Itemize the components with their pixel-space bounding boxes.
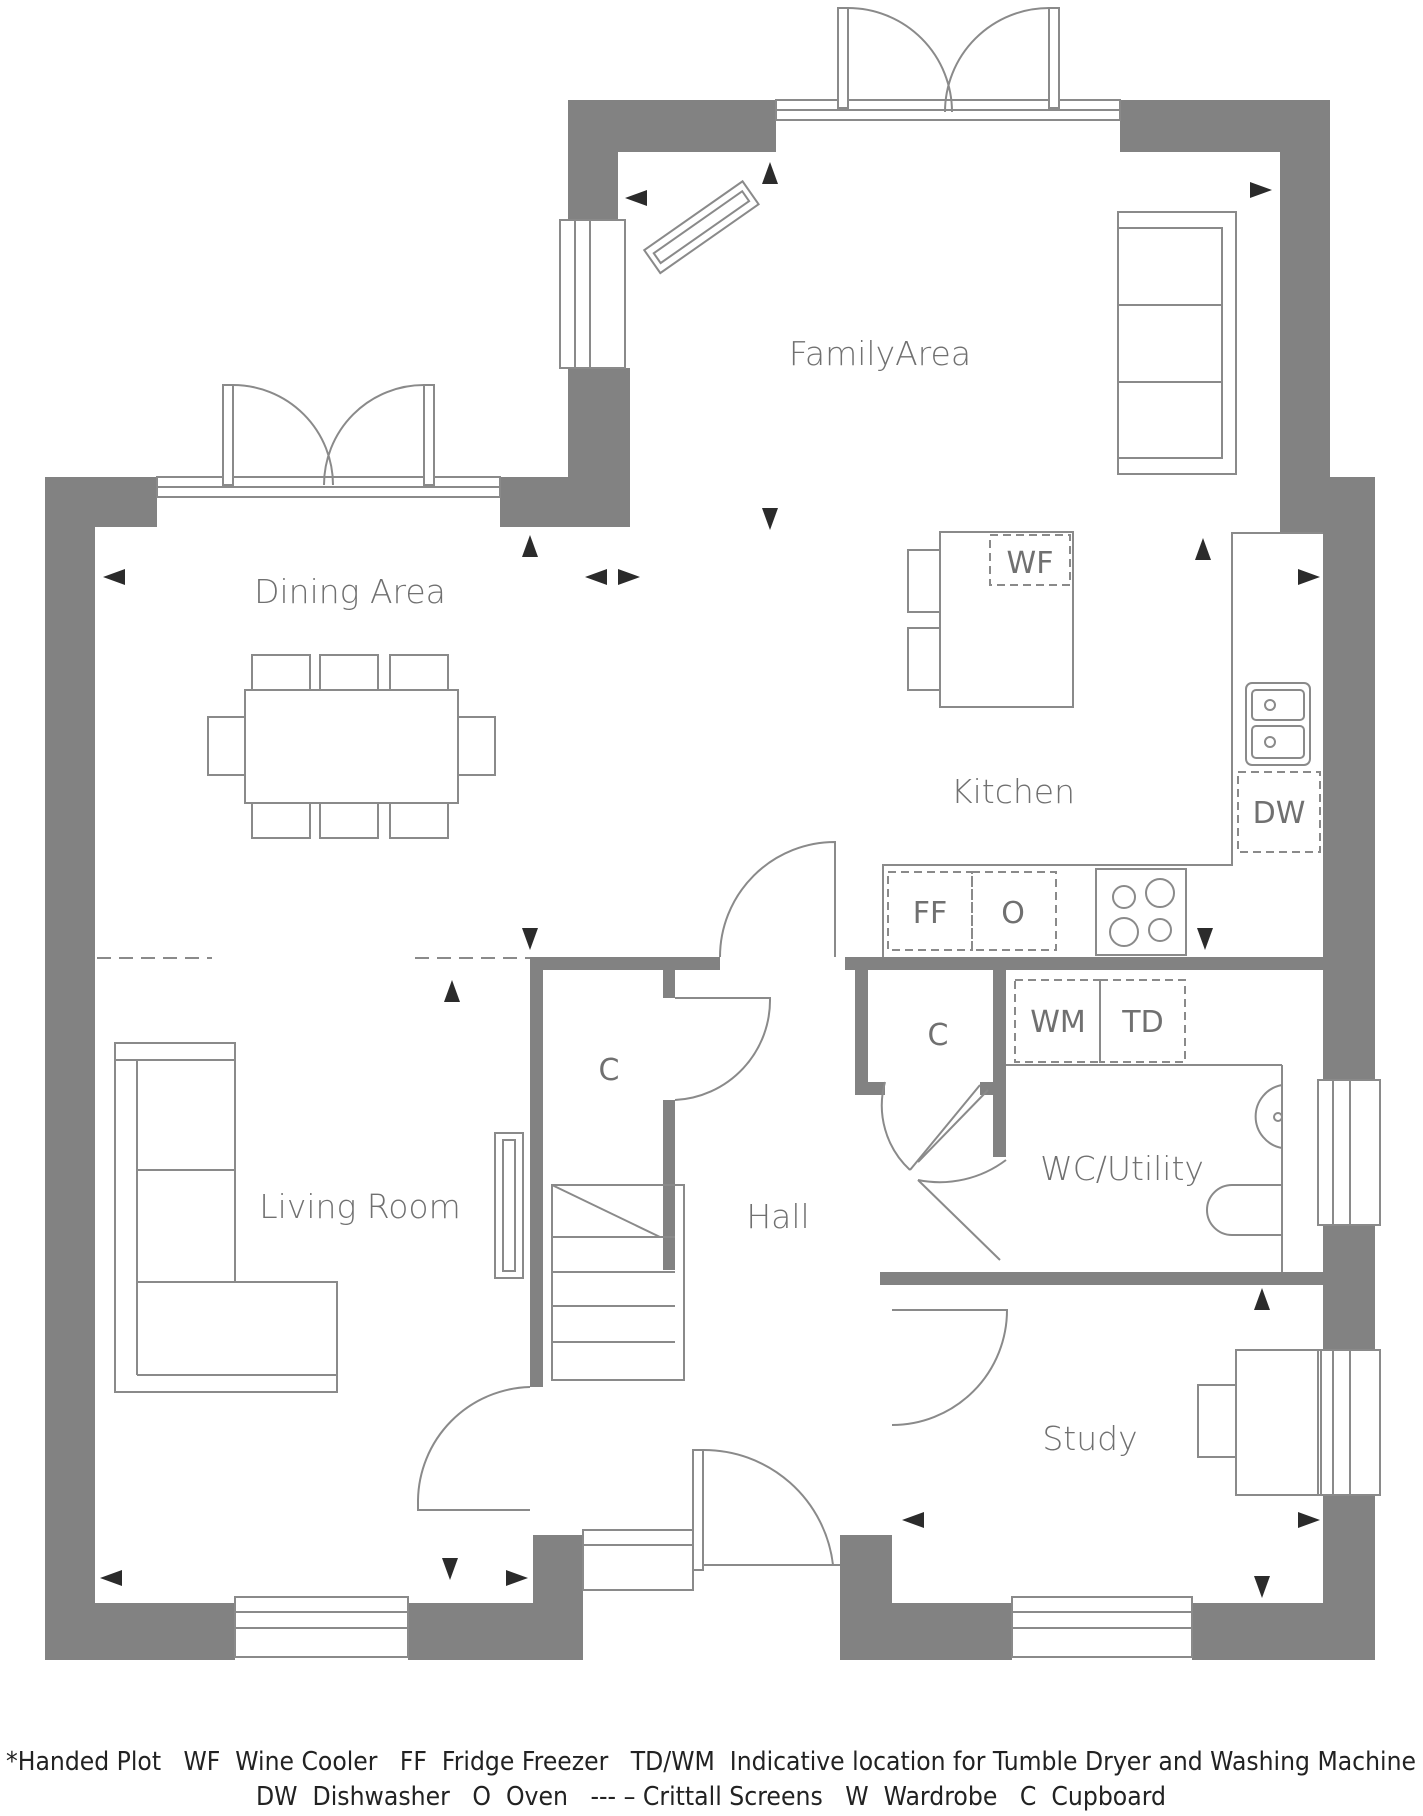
legend-line-2: DW Dishwasher O Oven --- – Crittall Scre… <box>256 1782 1166 1812</box>
walls <box>45 100 1375 1660</box>
wall-cupboard-bottom-l <box>855 1082 885 1095</box>
counter-right <box>882 532 1323 957</box>
living-tv-unit <box>494 1132 524 1279</box>
label-wine-cooler: WF <box>1007 546 1054 581</box>
stool <box>907 549 941 613</box>
family-tv-unit <box>642 179 760 275</box>
tumble-dryer <box>1099 979 1186 1063</box>
fridge-freezer <box>887 871 973 951</box>
study-chair <box>1197 1384 1237 1458</box>
room-label-kitchen: Kitchen <box>951 772 1075 811</box>
oven <box>971 871 1057 951</box>
room-label-dining-area: Dining Area <box>254 572 446 611</box>
wall-util-bottom <box>880 1272 1323 1285</box>
chair <box>319 802 379 839</box>
legend-line-1: *Handed Plot WF Wine Cooler FF Fridge Fr… <box>6 1747 1416 1777</box>
dining-table <box>244 689 459 804</box>
room-label-cupboard-utility: C <box>928 1018 949 1053</box>
wc-basin <box>1254 1084 1283 1150</box>
wall-util-top <box>845 957 1323 970</box>
wall-stair-a <box>663 970 675 998</box>
chair <box>207 716 246 776</box>
wall-cupboard-left <box>855 970 868 1095</box>
sink <box>1245 682 1311 766</box>
wall-bottom-right-b <box>1192 1603 1375 1660</box>
window-family-left <box>559 219 626 369</box>
wall-bottom-right <box>840 1603 1012 1660</box>
legend: *Handed Plot WF Wine Cooler FF Fridge Fr… <box>6 1747 1416 1812</box>
wall-bottom-left-b <box>408 1603 551 1660</box>
hob-ring <box>1148 918 1172 942</box>
door-leaf-dining-left <box>222 384 234 486</box>
washing-machine <box>1014 979 1101 1063</box>
dishwasher <box>1237 771 1321 853</box>
room-labels: FamilyArea Dining Area Kitchen Living Ro… <box>254 334 1204 1458</box>
wall-bottom-left <box>45 1603 235 1660</box>
room-label-wc-utility: WC/Utility <box>1040 1149 1204 1188</box>
appliance-labels: WF DW FF O WM TD <box>913 546 1306 1040</box>
stool <box>907 627 941 691</box>
door-leaf-family-right <box>1048 7 1060 109</box>
hob-ring <box>1109 917 1139 947</box>
room-label-cupboard-hall: C <box>599 1053 620 1088</box>
hob-ring <box>1145 878 1175 908</box>
hob-ring <box>1112 885 1136 909</box>
wall-hall-top <box>530 957 720 970</box>
chair <box>457 716 496 776</box>
wine-cooler <box>989 534 1071 586</box>
room-label-living-room: Living Room <box>259 1187 460 1226</box>
wall-family-right <box>1280 100 1330 532</box>
wc-toilet <box>1206 1184 1283 1236</box>
label-washing-machine: WM <box>1030 1005 1086 1040</box>
label-dishwasher: DW <box>1253 796 1306 831</box>
chair <box>319 654 379 691</box>
door-leaf-dining-right <box>423 384 435 486</box>
staircase <box>551 1184 685 1381</box>
wall-right-mid <box>1280 477 1330 522</box>
kitchen-island <box>939 531 1074 708</box>
room-label-study: Study <box>1042 1419 1137 1458</box>
label-oven: O <box>1001 896 1025 931</box>
front-door-leaf <box>692 1449 704 1571</box>
chair <box>389 654 449 691</box>
wall-hall-left <box>530 957 543 1387</box>
dimension-arrows <box>100 162 1320 1598</box>
hob <box>1095 868 1187 956</box>
wall-dining-top-left <box>45 477 157 527</box>
study-desk <box>1235 1349 1322 1496</box>
interior-lines <box>97 179 1323 1511</box>
chair <box>251 802 311 839</box>
windows-doors <box>156 7 1381 1658</box>
label-fridge-freezer: FF <box>913 896 948 931</box>
wall-family-left-lower <box>568 368 630 527</box>
front-door-side <box>582 1529 694 1591</box>
wall-bottom-mid-left <box>533 1535 583 1660</box>
chair <box>389 802 449 839</box>
chair <box>251 654 311 691</box>
room-label-family-area: FamilyArea <box>789 334 971 373</box>
wall-left <box>45 477 95 1660</box>
wall-family-top-left <box>568 100 776 152</box>
label-tumble-dryer: TD <box>1121 1005 1163 1040</box>
wall-cupboard-right <box>993 970 1006 1085</box>
door-leaf-family-left <box>837 7 849 109</box>
family-sofa <box>1117 211 1237 475</box>
wall-util-left <box>993 1085 1006 1157</box>
living-sofa <box>114 1042 338 1393</box>
room-label-hall: Hall <box>746 1197 809 1236</box>
